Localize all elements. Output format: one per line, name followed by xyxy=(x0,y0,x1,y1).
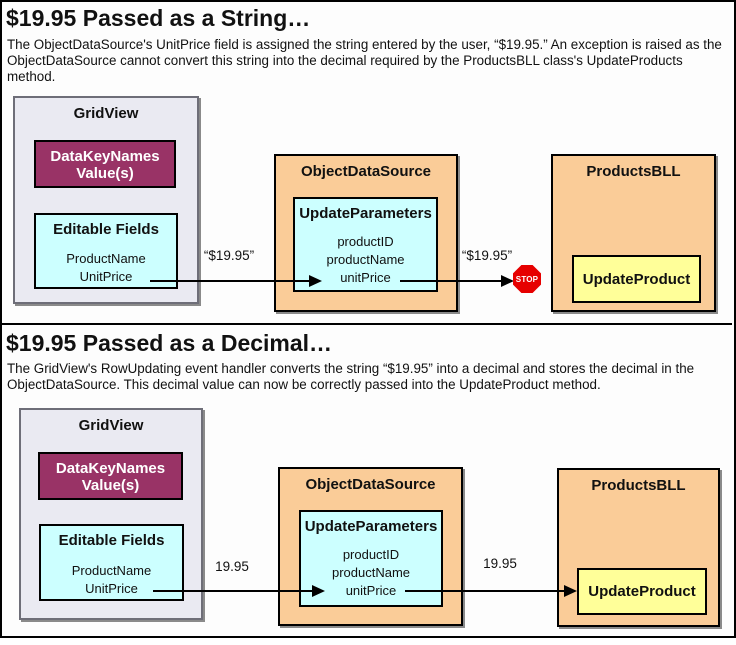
updateproduct-box: UpdateProduct xyxy=(572,255,701,303)
updateproduct-label: UpdateProduct xyxy=(582,270,691,288)
arrow-value-out-label: “$19.95” xyxy=(203,248,255,263)
datakeynames-box: DataKeyNames Value(s) xyxy=(38,452,183,500)
field-productname: ProductName xyxy=(66,251,146,266)
panel-string-title: $19.95 Passed as a String… xyxy=(6,5,311,31)
arrowhead-ods-to-updateproduct xyxy=(564,585,577,597)
field-productname: ProductName xyxy=(71,563,152,578)
datakeynames-line2: Value(s) xyxy=(76,165,134,182)
gridview-label: GridView xyxy=(78,417,144,434)
arrow-ods-to-updateproduct xyxy=(405,590,565,592)
param-unitprice: unitPrice xyxy=(340,270,391,285)
param-productname: productName xyxy=(326,252,405,267)
arrow-gridview-to-ods xyxy=(153,590,313,592)
arrow-value-in-label: “$19.95” xyxy=(461,248,513,263)
datakeynames-line1: DataKeyNames xyxy=(55,460,166,477)
datakeynames-line1: DataKeyNames xyxy=(50,148,160,165)
arrowhead-gridview-to-ods xyxy=(312,585,325,597)
arrow-ods-to-bll xyxy=(400,280,502,282)
editable-fields-label: Editable Fields xyxy=(53,221,159,238)
updateproduct-label: UpdateProduct xyxy=(588,583,696,600)
param-productid: productID xyxy=(342,547,400,562)
objectdatasource-label: ObjectDataSource xyxy=(300,163,432,180)
updateproduct-box: UpdateProduct xyxy=(577,568,707,615)
updateparameters-label: UpdateParameters xyxy=(304,518,438,535)
param-productid: productID xyxy=(337,234,394,249)
editable-fields-label: Editable Fields xyxy=(58,532,165,549)
param-productname: productName xyxy=(331,565,411,580)
panel-string-description: The ObjectDataSource's UnitPrice field i… xyxy=(7,37,722,84)
datakeynames-box: DataKeyNames Value(s) xyxy=(34,140,176,188)
panel-decimal-description: The GridView's RowUpdating event handler… xyxy=(7,361,695,392)
objectdatasource-label: ObjectDataSource xyxy=(305,476,436,493)
stop-icon: STOP xyxy=(513,265,541,293)
updateparameters-label: UpdateParameters xyxy=(299,205,432,222)
panel-decimal-title: $19.95 Passed as a Decimal… xyxy=(6,330,333,356)
field-unitprice: UnitPrice xyxy=(79,269,133,284)
datakeynames-line2: Value(s) xyxy=(81,477,140,494)
arrowhead-gridview-to-ods xyxy=(309,275,322,287)
arrow-value-out-label: 19.95 xyxy=(215,559,249,574)
arrow-value-in-label: 19.95 xyxy=(483,556,517,571)
productsbll-label: ProductsBLL xyxy=(591,477,686,494)
panel-separator xyxy=(0,323,732,325)
gridview-label: GridView xyxy=(73,105,139,122)
editable-fields-box: Editable Fields ProductName UnitPrice xyxy=(39,524,184,601)
arrow-gridview-to-ods xyxy=(150,280,310,282)
field-unitprice: UnitPrice xyxy=(85,581,138,596)
stop-icon-label: STOP xyxy=(515,274,539,284)
param-unitprice: unitPrice xyxy=(345,583,397,598)
productsbll-label: ProductsBLL xyxy=(586,163,681,180)
arrowhead-ods-to-bll xyxy=(501,275,514,287)
editable-fields-box: Editable Fields ProductName UnitPrice xyxy=(34,213,178,289)
